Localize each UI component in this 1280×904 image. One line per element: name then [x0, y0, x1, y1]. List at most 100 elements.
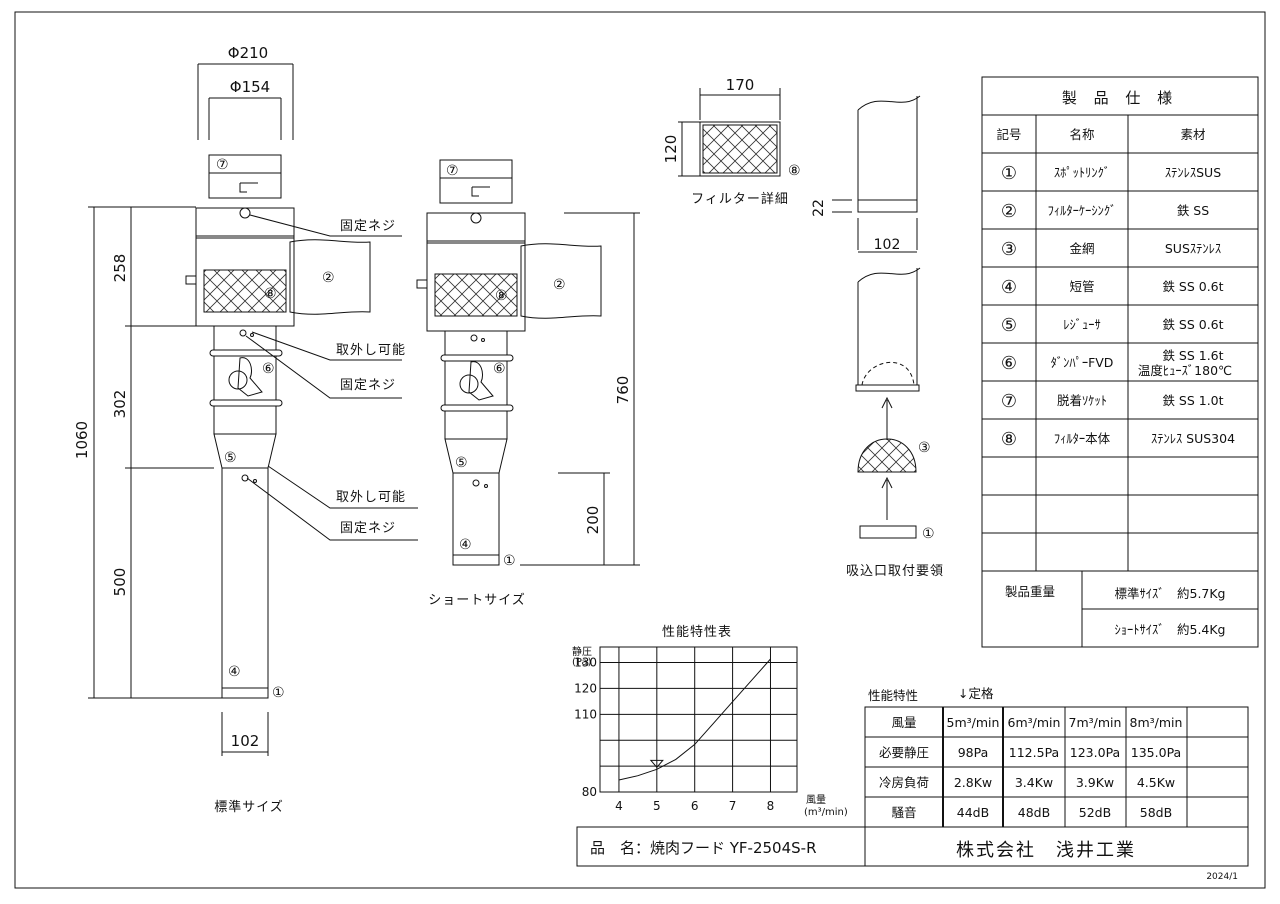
spec-row-material: 鉄 SS 0.6t	[1162, 279, 1223, 294]
perf-header: 7m³/min	[1069, 715, 1122, 730]
chart-y-tick: 110	[574, 707, 597, 721]
label-filter-detail: フィルター詳細	[691, 191, 789, 207]
spec-row-no: ⑦	[1001, 391, 1017, 412]
perf-header: 5m³/min	[947, 715, 1000, 730]
perf-header: 8m³/min	[1130, 715, 1183, 730]
short-assembly: ⑦ ⑧ ② ⑥ ⑤ ④ ① 760 200 ショー	[416, 159, 640, 608]
marker-1: ①	[272, 685, 285, 701]
standard-assembly: Φ210 Φ154 ⑦ ⑧ ② ⑥ ⑤	[73, 44, 418, 815]
phi-inner-dim: Φ154	[230, 78, 270, 96]
perf-cell: 3.9Kw	[1076, 775, 1114, 790]
spec-row-no: ①	[1001, 163, 1017, 184]
chart-yunit: (Pa)	[572, 657, 592, 668]
dim-mid: 302	[111, 390, 129, 419]
filter-width-dim: 170	[726, 76, 755, 94]
intake-marker-1: ①	[922, 526, 935, 542]
perf-title: 性能特性	[868, 688, 918, 703]
marker-6: ⑥	[262, 361, 275, 377]
short-marker-4: ④	[459, 537, 472, 553]
short-marker-7: ⑦	[446, 163, 459, 179]
title-block: 品 名：焼肉フード YF-2504S-R 株式会社 浅井工業 2024/1	[576, 826, 1249, 882]
spec-row-no: ⑤	[1001, 315, 1017, 336]
spot-ring	[221, 687, 269, 699]
casing-door	[289, 239, 371, 315]
perf-cell: 4.5Kw	[1137, 775, 1175, 790]
short-marker-2: ②	[553, 277, 566, 293]
spec-header-name: 名称	[1069, 127, 1094, 142]
perf-header: 風量	[891, 715, 916, 730]
spec-row-no: ③	[1001, 239, 1017, 260]
spec-row-material: 鉄 SS 1.6t	[1162, 348, 1223, 363]
ring-width-dim: 102	[874, 237, 901, 253]
chart-y-tick: 120	[574, 681, 597, 695]
spec-row-no: ⑥	[1001, 353, 1017, 374]
perf-cell: 44dB	[957, 805, 989, 820]
chart-x-tick: 6	[691, 799, 699, 813]
dim-top: 258	[111, 254, 129, 283]
marker-8: ⑧	[264, 286, 277, 302]
company-name: 株式会社 浅井工業	[956, 840, 1136, 861]
perf-cell: 2.8Kw	[954, 775, 992, 790]
spec-row-name: ﾌｨﾙﾀｰｹｰｼﾝｸﾞ	[1048, 203, 1117, 218]
socket-body	[208, 172, 282, 199]
label-removable-2: 取外し可能	[336, 490, 406, 505]
short-marker-6: ⑥	[493, 361, 506, 377]
chart-x-tick: 7	[729, 799, 737, 813]
ring-height-dim: 22	[811, 199, 827, 217]
fix-screw-top	[239, 207, 251, 219]
spec-header-no: 記号	[996, 127, 1021, 142]
perf-header: 6m³/min	[1008, 715, 1061, 730]
short-pipe	[221, 467, 269, 689]
chart-y-tick: 130	[574, 656, 597, 670]
dim-pipe-width: 102	[231, 732, 260, 750]
spec-row-name: ｽﾎﾟｯﾄﾘﾝｸﾞ	[1054, 165, 1110, 180]
marker-7: ⑦	[216, 157, 229, 173]
label-fix-screw-3: 固定ネジ	[340, 521, 396, 536]
perf-cell: 58dB	[1140, 805, 1172, 820]
chart-x-tick: 8	[767, 799, 775, 813]
perf-cell: 冷房負荷	[879, 775, 929, 790]
short-dim-bottom: 200	[584, 506, 602, 535]
spec-row-material: SUSｽﾃﾝﾚｽ	[1165, 241, 1221, 256]
spec-row-name: ﾌｨﾙﾀｰ本体	[1054, 431, 1111, 446]
spec-row-no: ④	[1001, 277, 1017, 298]
spec-row-material: 鉄 SS	[1177, 203, 1209, 218]
perf-cell: 112.5Pa	[1009, 745, 1059, 760]
chart-xlabel: 風量	[806, 794, 826, 806]
perf-cell: 135.0Pa	[1131, 745, 1181, 760]
spec-row-material-note: 温度ﾋｭｰｽﾞ180℃	[1138, 363, 1232, 378]
chart-series-line	[618, 658, 771, 781]
chart-grid	[599, 646, 798, 793]
damper-lever	[237, 357, 263, 397]
spec-row-material: 鉄 SS 1.0t	[1162, 393, 1223, 408]
weight-standard: 標準ｻｲｽﾞ 約5.7Kg	[1114, 586, 1225, 601]
perf-cell: 騒音	[891, 805, 916, 820]
label-removable-1: 取外し可能	[336, 343, 406, 358]
short-filter-mesh	[434, 273, 518, 317]
perf-cell: 48dB	[1018, 805, 1050, 820]
spec-row-no: ②	[1001, 201, 1017, 222]
filter-mesh	[203, 269, 287, 313]
spec-row-material: ｽﾃﾝﾚｽ SUS304	[1151, 431, 1235, 446]
dim-total: 1060	[73, 421, 91, 459]
spec-title: 製 品 仕 様	[1062, 89, 1178, 107]
drawing-date: 2024/1	[1206, 872, 1238, 882]
label-standard-size: 標準サイズ	[214, 799, 284, 815]
spec-row-name: ﾚｼﾞｭｰｻ	[1063, 317, 1101, 332]
label-fix-screw-1: 固定ネジ	[340, 219, 396, 234]
weight-label: 製品重量	[1005, 584, 1055, 599]
short-marker-8: ⑧	[495, 288, 508, 304]
perf-cell: 3.4Kw	[1015, 775, 1053, 790]
spec-row-no: ⑧	[1001, 429, 1017, 450]
chart-xunit: (m³/min)	[804, 807, 848, 818]
product-name: 品 名：焼肉フード YF-2504S-R	[590, 839, 817, 857]
perf-cell: 必要静圧	[879, 745, 929, 760]
marker-2: ②	[322, 270, 335, 286]
spec-row-name: 短管	[1069, 279, 1094, 294]
